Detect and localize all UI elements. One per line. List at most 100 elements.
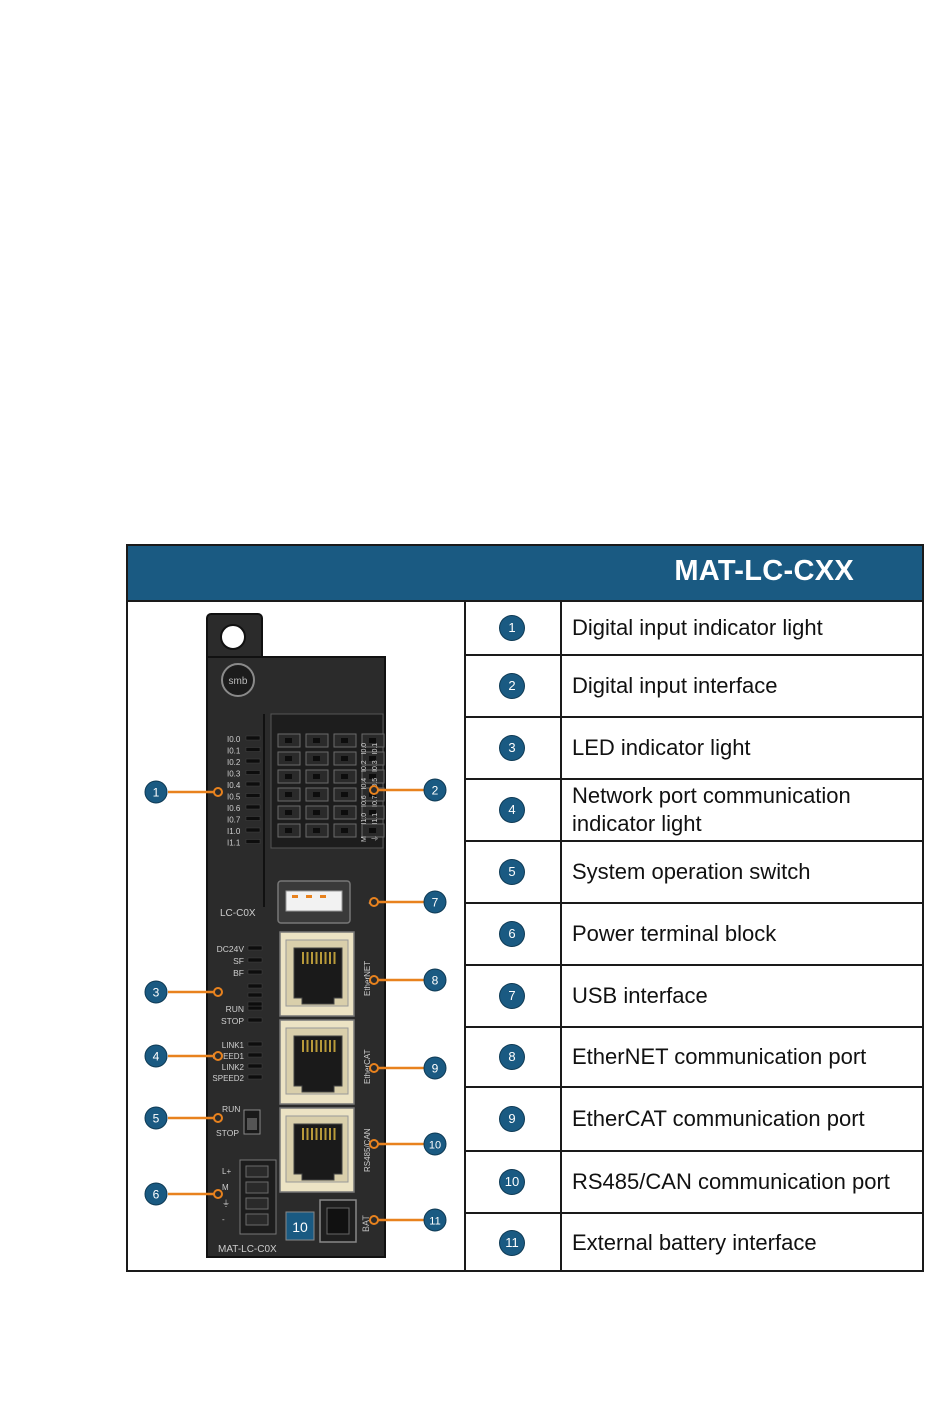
table-row: 2 Digital input interface (466, 656, 922, 718)
callout-badge: 10 (429, 1140, 441, 1152)
terminal-label: M (361, 836, 368, 842)
status-label: SF (233, 956, 244, 966)
callout-badge: 9 (432, 1062, 439, 1076)
callout-badge: 5 (153, 1112, 160, 1126)
address-switch-label: 10 (292, 1219, 308, 1235)
number-cell: 5 (466, 842, 562, 902)
input-label: I1.0 (227, 827, 241, 836)
table-row: 5 System operation switch (466, 842, 922, 904)
power-label: - (222, 1215, 225, 1224)
brand-label: smb (229, 676, 248, 687)
number-badge: 4 (500, 798, 524, 822)
terminal-label: I0.6 (361, 795, 368, 807)
component-description: Network port communication indicator lig… (572, 783, 851, 836)
model-label-top: LC-C0X (220, 908, 256, 919)
input-led (245, 758, 261, 764)
usb-socket (285, 890, 343, 912)
terminal-label: I0.0 (361, 743, 368, 755)
switch-run-label: RUN (222, 1104, 240, 1114)
component-description: Power terminal block (572, 921, 777, 946)
table-row: 8 EtherNET communication port (466, 1028, 922, 1088)
table-row: 6 Power terminal block (466, 904, 922, 966)
callout-badge: 7 (432, 896, 439, 910)
input-label: I0.7 (227, 816, 241, 825)
table-row: 11 External battery interface (466, 1214, 922, 1272)
terminal-labels: MI1.0I0.6I0.4I0.2I0.0⏚I1.1I0.7I0.5I0.3I0… (361, 743, 379, 842)
terminal-label: I0.4 (361, 778, 368, 790)
network-ports: EtherNET EtherCAT RS485/CAN (279, 931, 372, 1193)
logo-icon (221, 663, 255, 697)
number-badge: 2 (500, 674, 524, 698)
terminal-label: I0.7 (372, 795, 379, 807)
number-cell: 9 (466, 1088, 562, 1150)
number-cell: 6 (466, 904, 562, 964)
power-label: ⏚ (222, 1199, 230, 1208)
number-cell: 2 (466, 656, 562, 716)
callout-badge: 2 (432, 784, 439, 798)
mounting-hole (220, 624, 246, 650)
status-led (247, 1017, 263, 1023)
number-badge: 11 (500, 1231, 524, 1255)
component-description: Digital input interface (572, 673, 778, 698)
address-switch (285, 1211, 315, 1241)
number-badge: 3 (500, 736, 524, 760)
model-label-bottom: MAT-LC-C0X (218, 1244, 277, 1255)
panel-header: MAT-LC-CXX (128, 546, 922, 602)
number-badge: 1 (500, 616, 524, 640)
number-cell: 3 (466, 718, 562, 778)
input-led (245, 816, 261, 821)
callout-badge: 6 (153, 1188, 160, 1202)
status-led (247, 945, 263, 951)
link-led (247, 1041, 263, 1047)
input-led (245, 770, 261, 775)
input-label: I0.1 (227, 747, 241, 756)
battery-label: BAT (361, 1215, 371, 1232)
component-description: System operation switch (572, 859, 811, 884)
component-description: EtherCAT communication port (572, 1106, 865, 1131)
status-label: STOP (221, 1016, 244, 1026)
component-description: External battery interface (572, 1230, 817, 1255)
terminal-label: I1.1 (372, 813, 379, 825)
port-label: EtherNET (363, 961, 372, 996)
number-badge: 5 (500, 860, 524, 884)
power-pin (245, 1213, 269, 1226)
component-description: EtherNET communication port (572, 1044, 867, 1069)
number-badge: 8 (500, 1045, 524, 1069)
callout-badge: 4 (153, 1050, 160, 1064)
callout-badge: 8 (432, 974, 439, 988)
terminal-label: I0.5 (372, 778, 379, 790)
callout-badge: 11 (429, 1216, 440, 1228)
input-label: I0.4 (227, 781, 241, 790)
input-indicators: I0.0I0.1I0.2I0.3I0.4I0.5I0.6I0.7I1.0I1.1 (227, 714, 265, 907)
number-badge: 10 (500, 1170, 524, 1194)
input-led (245, 747, 261, 752)
callout-badge: 3 (153, 986, 160, 1000)
input-label: I0.0 (227, 735, 241, 744)
link-label: LINK2 (222, 1063, 245, 1072)
power-pin (245, 1197, 269, 1210)
switch-stop-label: STOP (216, 1128, 239, 1138)
input-label: I0.3 (227, 770, 241, 779)
component-description: USB interface (572, 983, 708, 1008)
terminal-label: I0.1 (372, 743, 379, 755)
terminal-label: ⏚ (371, 835, 379, 842)
status-led (247, 957, 263, 963)
number-cell: 10 (466, 1152, 562, 1212)
input-led (245, 839, 261, 844)
power-pin (245, 1165, 269, 1178)
number-cell: 11 (466, 1214, 562, 1272)
status-label: DC24V (217, 944, 245, 954)
link-label: SPEED2 (212, 1074, 244, 1083)
power-terminal: L+M⏚- (222, 1159, 277, 1235)
power-pin (245, 1181, 269, 1194)
input-label: I0.6 (227, 804, 241, 813)
port-label: EtherCAT (363, 1049, 372, 1084)
port-label: RS485/CAN (363, 1128, 372, 1172)
